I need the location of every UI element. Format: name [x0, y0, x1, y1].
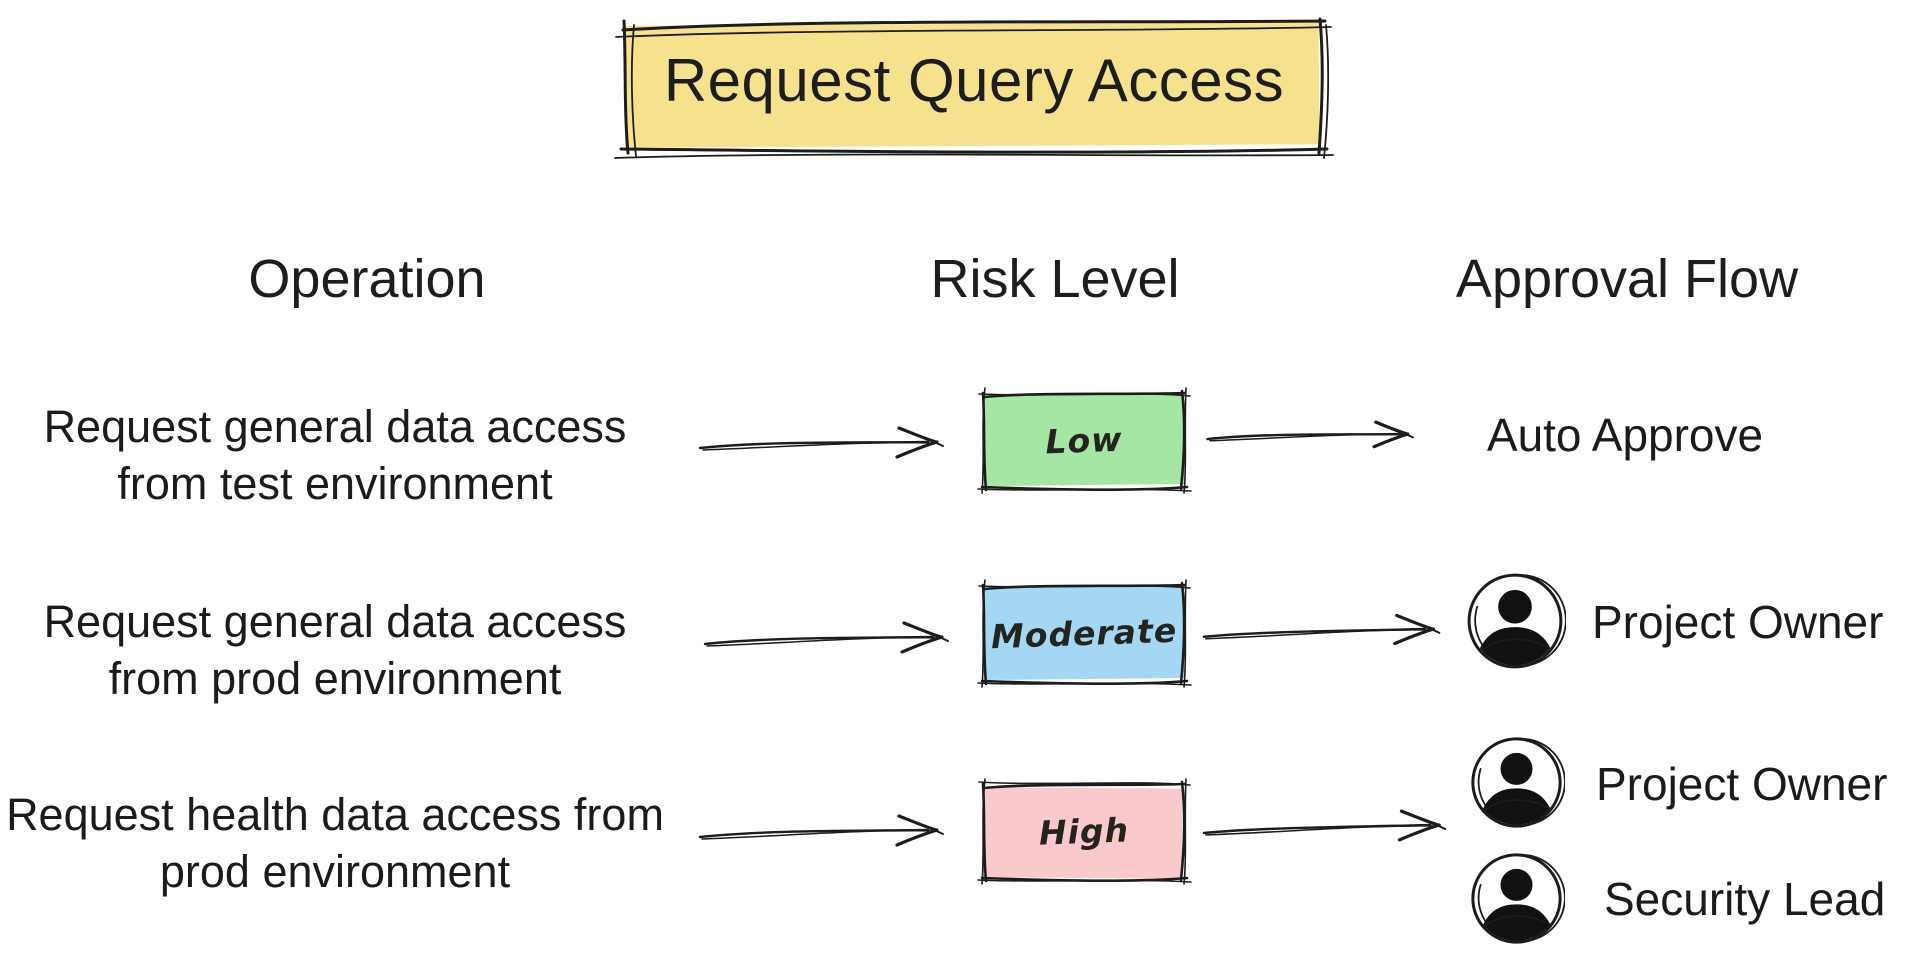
person-icon: [1468, 850, 1565, 947]
flow-arrow: [690, 808, 962, 852]
column-header-operation: Operation: [248, 249, 486, 309]
risk-box-low: Low: [976, 385, 1192, 495]
diagram-title: Request Query Access: [663, 47, 1285, 114]
person-icon: [1464, 570, 1566, 672]
risk-label: Moderate: [990, 610, 1178, 657]
approver-label: Project Owner: [1592, 596, 1884, 648]
risk-box-moderate-sketch: [976, 577, 1192, 689]
approver-label: Security Lead: [1604, 873, 1886, 925]
operation-text: Request health data access from prod env…: [6, 789, 664, 897]
title-box-fill: [624, 22, 1320, 148]
risk-box-high-sketch: [976, 776, 1192, 886]
risk-box-low-fill: [983, 393, 1185, 487]
risk-box-high: High: [976, 776, 1192, 886]
risk-box-low-sketch: [976, 385, 1192, 495]
risk-box-high-fill: [981, 787, 1183, 879]
flow-arrow: [692, 420, 960, 464]
approver-label: Auto Approve: [1486, 409, 1764, 461]
column-header-approval-flow: Approval Flow: [1455, 249, 1799, 309]
flow-arrow: [1200, 803, 1458, 847]
risk-label: High: [1038, 810, 1130, 853]
title-box: Request Query Access: [613, 8, 1335, 160]
operation-text: Request general data access from test en…: [43, 401, 627, 509]
risk-label: Low: [1044, 419, 1124, 462]
title-box-sketch: [613, 8, 1335, 160]
person-icon: [1468, 734, 1565, 831]
flow-arrow: [1200, 607, 1452, 651]
column-header-risk-level: Risk Level: [930, 249, 1180, 309]
approver-label: Project Owner: [1596, 758, 1888, 810]
flow-arrow: [700, 615, 962, 659]
risk-box-moderate-fill: [983, 585, 1185, 681]
operation-text: Request general data access from prod en…: [43, 596, 627, 704]
risk-box-moderate: Moderate: [976, 577, 1192, 689]
flow-arrow: [1204, 412, 1424, 456]
